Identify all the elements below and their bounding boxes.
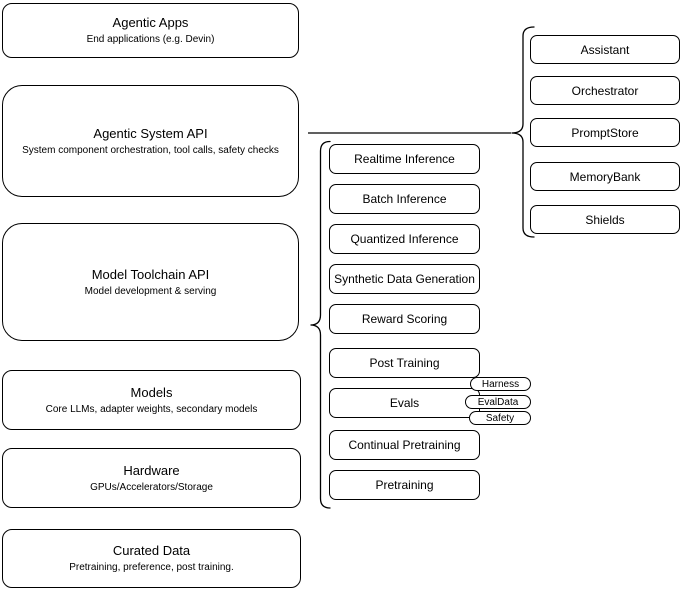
pill-label: Safety	[485, 412, 515, 424]
node-subtitle: GPUs/Accelerators/Storage	[90, 481, 213, 493]
node-post-training: Post Training	[329, 348, 480, 378]
node-evals-evaldata: EvalData	[465, 395, 531, 409]
node-evals-safety: Safety	[469, 411, 531, 425]
node-label: MemoryBank	[569, 169, 641, 184]
node-agentic-apps: Agentic Apps End applications (e.g. Devi…	[2, 3, 299, 58]
node-subtitle: Pretraining, preference, post training.	[69, 562, 234, 573]
node-label: Quantized Inference	[350, 232, 459, 246]
node-title: Model Toolchain API	[91, 266, 210, 282]
node-hardware: Hardware GPUs/Accelerators/Storage	[2, 448, 301, 508]
node-title: Hardware	[123, 462, 180, 478]
node-evals: Evals	[329, 388, 480, 418]
components-brace	[511, 26, 535, 238]
node-label: Shields	[585, 212, 625, 227]
node-subtitle: System component orchestration, tool cal…	[22, 144, 279, 156]
node-label: Reward Scoring	[361, 312, 448, 326]
node-subtitle: Model development & serving	[84, 285, 217, 297]
node-agentic-system-api: Agentic System API System component orch…	[2, 85, 299, 197]
node-label: Realtime Inference	[354, 152, 455, 166]
node-subtitle: Core LLMs, adapter weights, secondary mo…	[45, 403, 258, 415]
node-continual-pretraining: Continual Pretraining	[329, 430, 480, 460]
node-memorybank: MemoryBank	[530, 162, 680, 191]
node-subtitle: End applications (e.g. Devin)	[86, 34, 215, 45]
node-model-toolchain-api: Model Toolchain API Model development & …	[2, 223, 299, 341]
node-label: Batch Inference	[362, 192, 447, 206]
node-realtime-inference: Realtime Inference	[329, 144, 480, 174]
node-label: Orchestrator	[571, 83, 639, 98]
node-assistant: Assistant	[530, 35, 680, 64]
node-title: Models	[130, 384, 173, 400]
node-models: Models Core LLMs, adapter weights, secon…	[2, 370, 301, 430]
node-batch-inference: Batch Inference	[329, 184, 480, 214]
node-label: Post Training	[369, 356, 440, 370]
node-label: PromptStore	[571, 125, 639, 140]
node-promptstore: PromptStore	[530, 118, 680, 147]
toolchain-brace	[310, 140, 331, 509]
node-title: Agentic System API	[93, 125, 208, 141]
node-pretraining: Pretraining	[329, 470, 480, 500]
node-curated-data: Curated Data Pretraining, preference, po…	[2, 529, 301, 588]
node-synthetic-data-generation: Synthetic Data Generation	[329, 264, 480, 294]
node-label: Evals	[389, 396, 420, 410]
node-label: Assistant	[580, 42, 630, 57]
node-reward-scoring: Reward Scoring	[329, 304, 480, 334]
pill-label: EvalData	[477, 396, 519, 408]
node-evals-harness: Harness	[470, 377, 531, 391]
node-orchestrator: Orchestrator	[530, 76, 680, 105]
node-title: Curated Data	[112, 543, 191, 558]
node-label: Continual Pretraining	[348, 438, 461, 452]
node-title: Agentic Apps	[112, 15, 189, 30]
node-label: Synthetic Data Generation	[334, 272, 475, 286]
node-label: Pretraining	[375, 478, 434, 492]
pill-label: Harness	[481, 378, 520, 390]
node-quantized-inference: Quantized Inference	[329, 224, 480, 254]
node-shields: Shields	[530, 205, 680, 234]
